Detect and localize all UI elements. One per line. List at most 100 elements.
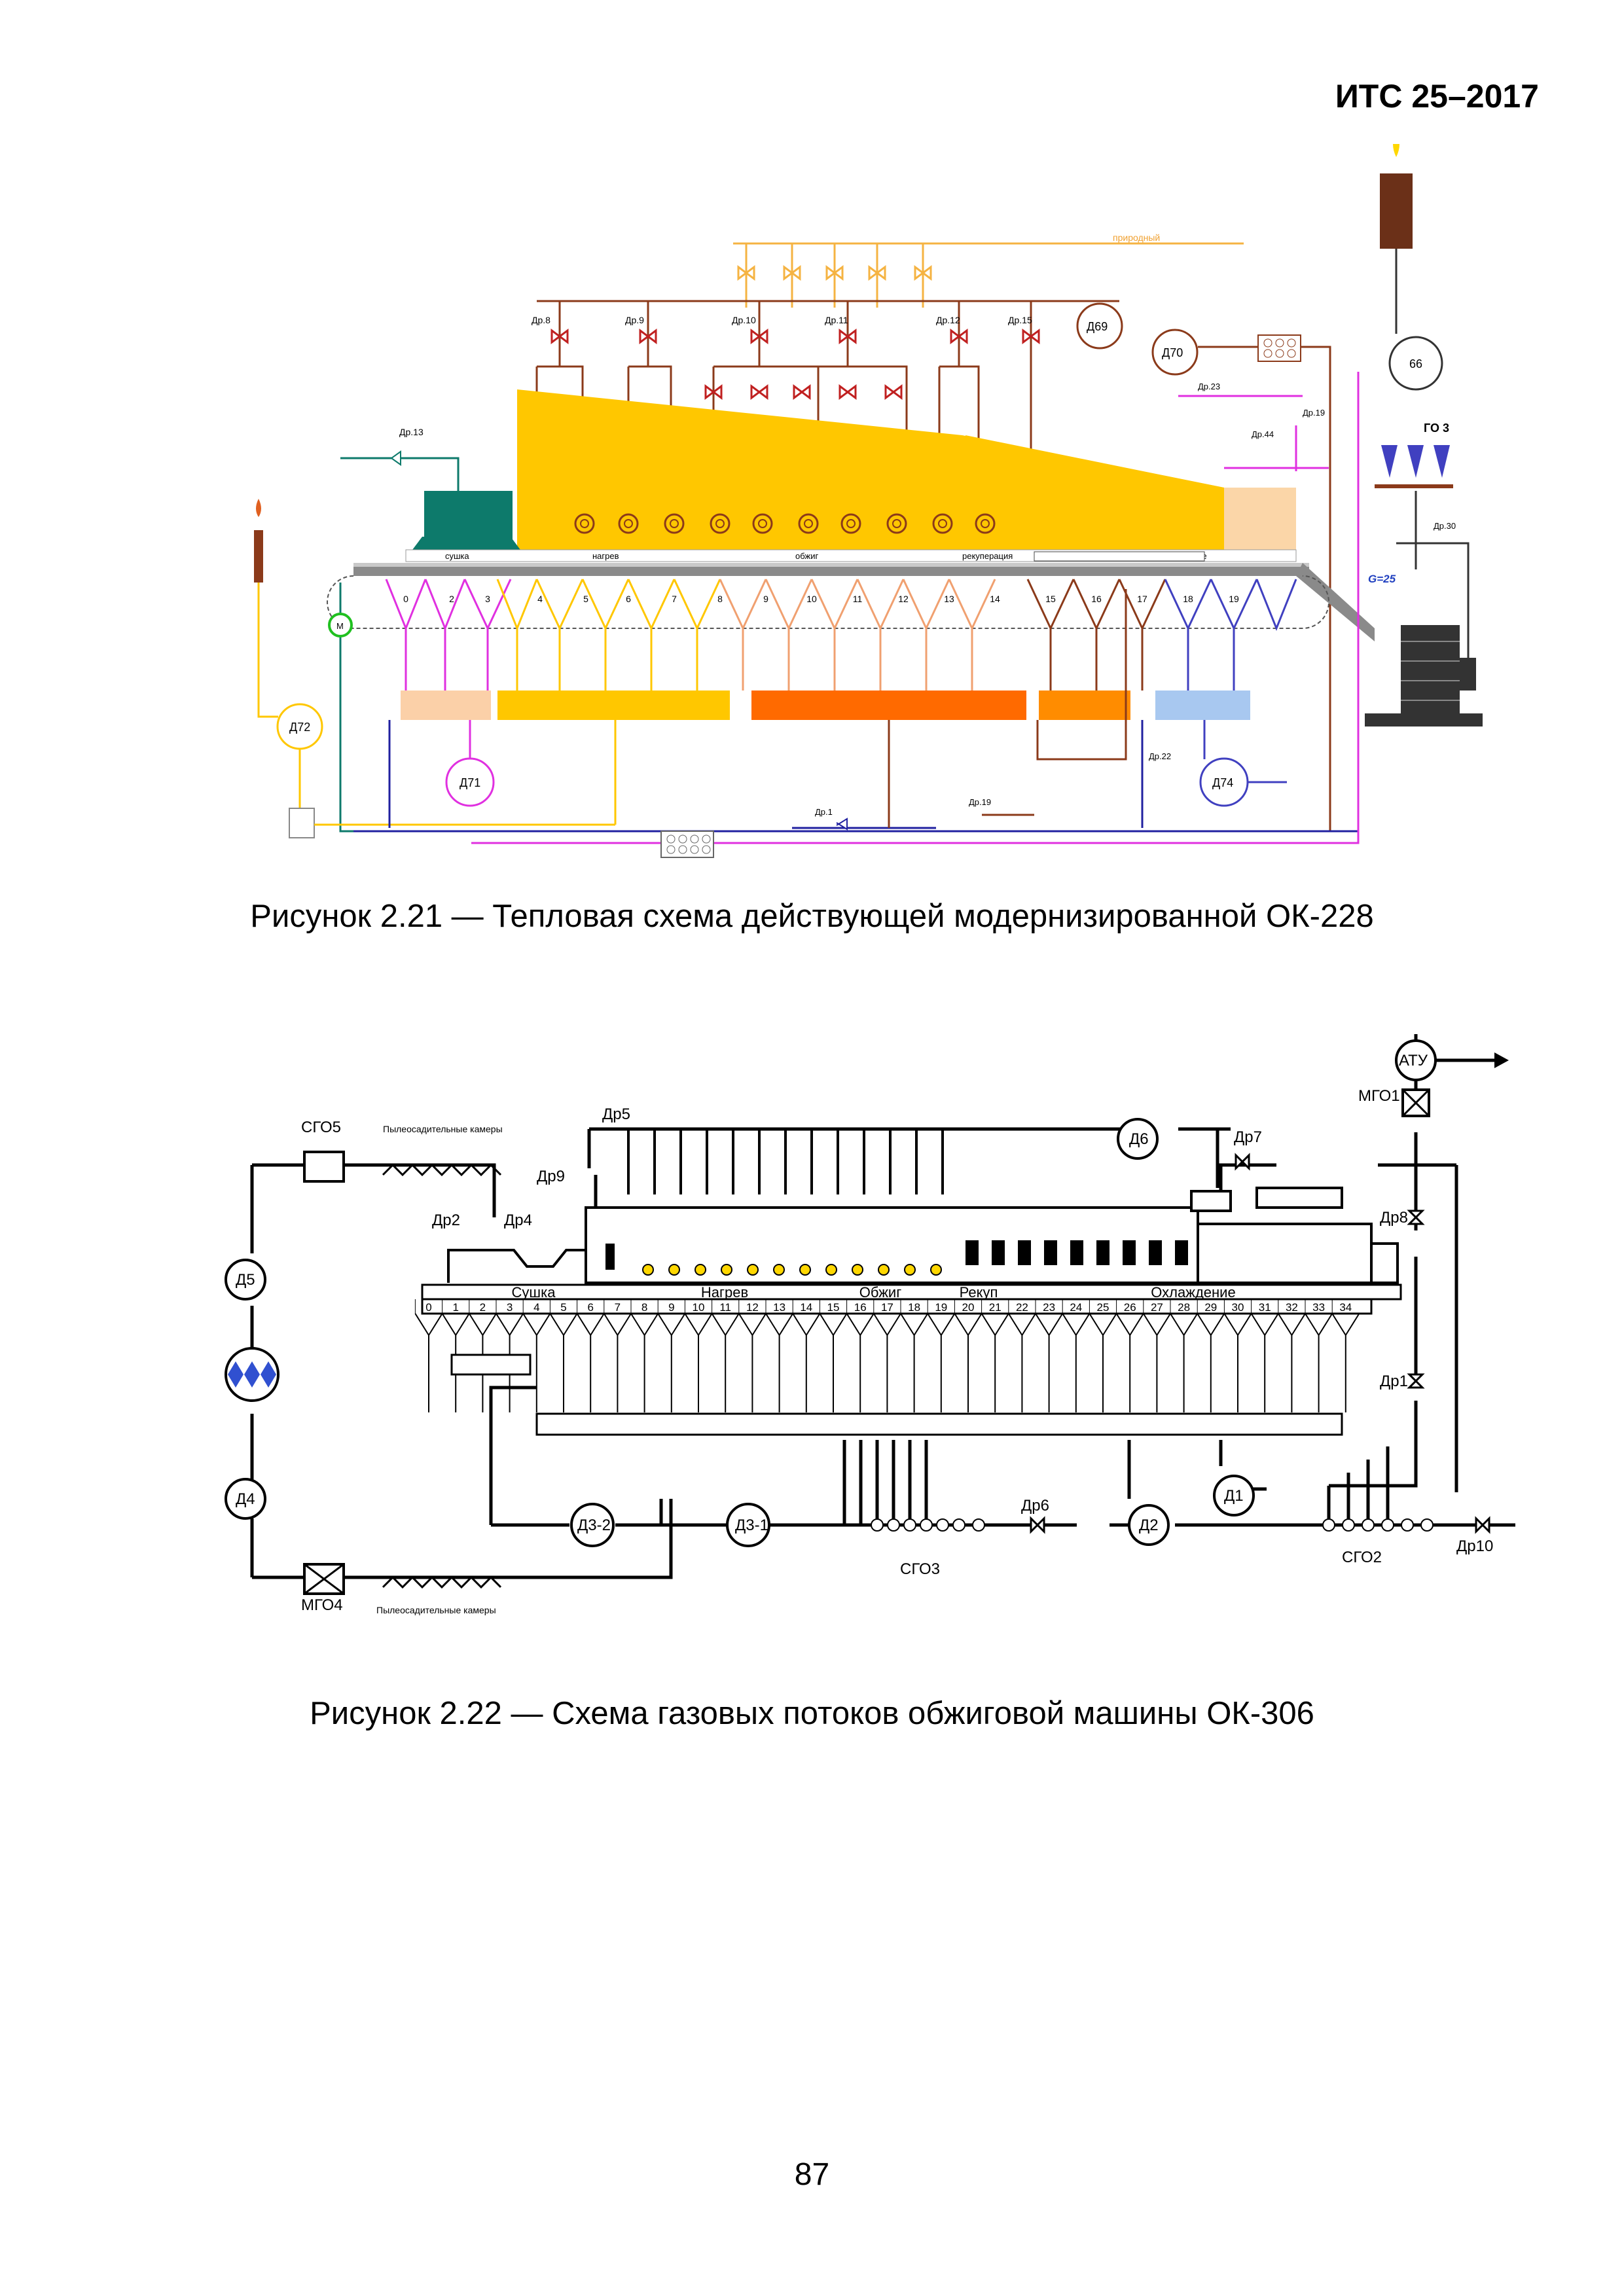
fan-66: [1388, 336, 1443, 391]
f1-c8: 8: [717, 594, 723, 604]
f2-dr10: Др10: [1456, 1537, 1493, 1555]
f1-v13: Др.19: [969, 797, 991, 807]
f1-c17: 17: [1137, 594, 1147, 604]
f1-f0: Д69: [1087, 320, 1108, 333]
f1-c6: 6: [626, 594, 631, 604]
f1-f3: Д72: [289, 721, 310, 734]
chamber-number: 6: [587, 1301, 593, 1314]
chamber-number: 19: [935, 1301, 947, 1314]
f2-dr7: Др7: [1234, 1128, 1262, 1146]
chamber-number: 22: [1016, 1301, 1028, 1314]
f2-z3: Рекуп: [960, 1284, 998, 1300]
chamber-number: 32: [1286, 1301, 1298, 1314]
f1-o0: ГО 3: [1424, 422, 1449, 435]
chamber-number: 17: [881, 1301, 893, 1314]
chamber-funnel: [819, 1313, 848, 1412]
chamber-number: 18: [908, 1301, 920, 1314]
f1-v6: Др.13: [399, 427, 424, 437]
f2-d4: Д4: [236, 1490, 255, 1508]
f1-v0: Др.8: [532, 315, 550, 325]
chamber-funnel: [1062, 1313, 1091, 1412]
f1-c9: 9: [763, 594, 768, 604]
chamber-funnel: [873, 1313, 901, 1412]
chamber-funnel: [900, 1313, 929, 1412]
f2-sgo2: СГО2: [1342, 1549, 1382, 1566]
f1-c12: 12: [898, 594, 909, 604]
chamber-number: 28: [1178, 1301, 1190, 1314]
chamber-number: 31: [1259, 1301, 1271, 1314]
chamber-number: 30: [1232, 1301, 1244, 1314]
chamber-number: 33: [1312, 1301, 1325, 1314]
f1-f2: 66: [1409, 357, 1422, 370]
chamber-number: 34: [1339, 1301, 1352, 1314]
chamber-funnel: [1089, 1313, 1117, 1412]
f2-ato: АТУ: [1399, 1052, 1428, 1069]
f1-c5: 5: [583, 594, 588, 604]
f1-v5: Др.15: [1008, 315, 1032, 325]
chamber-funnel: [414, 1313, 443, 1412]
f2-dr4: Др4: [504, 1211, 532, 1229]
f1-c13: 13: [944, 594, 954, 604]
figure-2-22-caption: Рисунок 2.22 — Схема газовых потоков обж…: [310, 1696, 1314, 1731]
f1-v3: Др.11: [825, 315, 848, 325]
figure-2-21-caption: Рисунок 2.21 — Тепловая схема действующе…: [250, 899, 1374, 934]
chamber-number: 0: [425, 1301, 431, 1314]
chamber-number: 8: [641, 1301, 647, 1314]
chamber-number: 29: [1204, 1301, 1217, 1314]
f1-c3: 3: [485, 594, 490, 604]
f2-z4: Охлаждение: [1151, 1284, 1235, 1300]
f1-v1: Др.9: [625, 315, 644, 325]
chamber-number: 7: [615, 1301, 621, 1314]
chamber-number: 24: [1070, 1301, 1082, 1314]
f2-sgo3: СГО3: [900, 1560, 940, 1578]
chamber-funnel: [1331, 1313, 1360, 1412]
f2-d2: Д2: [1139, 1516, 1159, 1534]
f1-v8: Др.19: [1303, 408, 1325, 418]
chamber-number: 25: [1097, 1301, 1110, 1314]
chamber-number: 1: [452, 1301, 458, 1314]
chamber-funnel: [927, 1313, 956, 1412]
chamber-funnel: [1277, 1313, 1306, 1412]
chamber-number: 21: [989, 1301, 1001, 1314]
chamber-number: 10: [693, 1301, 705, 1314]
f1-c0: 0: [403, 594, 408, 604]
f1-f5: Д74: [1212, 776, 1233, 789]
f1-c14: 14: [990, 594, 1000, 604]
f2-d32: Д3-2: [577, 1516, 611, 1534]
chamber-funnel: [738, 1313, 767, 1412]
cooler-machine: [1401, 625, 1460, 723]
f1-v9: Др.44: [1252, 429, 1274, 439]
chamber-funnel: [576, 1313, 605, 1412]
chamber-number: 3: [507, 1301, 513, 1314]
f2-dust1: Пылеосадительные камеры: [383, 1124, 503, 1134]
f1-c11: 11: [853, 594, 863, 604]
fan-d69: [1076, 302, 1123, 350]
f2-dr5: Др5: [602, 1105, 630, 1123]
chamber-number: 11: [719, 1301, 731, 1314]
f1-v10: Др.30: [1434, 521, 1456, 531]
chamber-number: 13: [773, 1301, 785, 1314]
f2-z0: Сушка: [512, 1284, 556, 1300]
chamber-funnel: [1007, 1313, 1036, 1412]
chamber-funnel: [846, 1313, 875, 1412]
f2-mgo4: МГО4: [301, 1596, 343, 1614]
chamber-funnel: [630, 1313, 659, 1412]
chamber-number: 5: [560, 1301, 566, 1314]
chamber-number: 12: [746, 1301, 759, 1314]
f1-v7: Др.23: [1198, 382, 1220, 391]
f1-f4: Д71: [460, 776, 480, 789]
chamber-funnel: [657, 1313, 686, 1412]
f2-z1: Нагрев: [701, 1284, 748, 1300]
fan-d72: [276, 703, 323, 750]
chamber-number: 14: [800, 1301, 812, 1314]
f2-d31: Д3-1: [735, 1516, 768, 1534]
f2-d1: Д1: [1224, 1487, 1244, 1505]
chamber-funnel: [1115, 1313, 1144, 1412]
chamber-funnel: [603, 1313, 632, 1412]
chamber-funnel: [981, 1313, 1009, 1412]
chamber-number: 16: [854, 1301, 867, 1314]
f1-z3: рекуперация: [962, 551, 1013, 561]
chamber-funnel: [1170, 1313, 1199, 1412]
f1-v12: Др.1: [815, 807, 833, 817]
